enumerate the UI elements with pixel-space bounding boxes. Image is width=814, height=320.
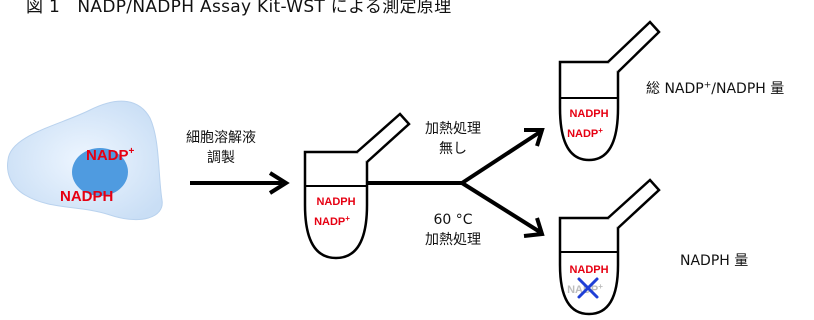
cell-label-nadp: NADP+	[86, 146, 135, 164]
tube-unheated-nadph: NADPH	[569, 108, 608, 120]
cell-label-nadph: NADPH	[60, 188, 113, 205]
tube-lysate: NADPH NADP+	[305, 114, 409, 258]
tube-lysate-nadph: NADPH	[316, 196, 355, 208]
caption-lysate-prep: 細胞溶解液 調製	[186, 128, 256, 168]
tube-unheated: NADPH NADP+	[560, 22, 659, 160]
tube-heated-nadph: NADPH	[569, 264, 608, 276]
result-total: 総 NADP+/NADPH 量	[646, 78, 784, 98]
tube-lysate-nadp: NADP+	[314, 214, 350, 228]
caption-no-heat: 加熱処理 無し	[425, 119, 481, 159]
caption-heat-60c: 60 °C 加熱処理	[425, 210, 481, 250]
tube-unheated-nadp: NADP+	[567, 126, 603, 140]
result-nadph: NADPH 量	[680, 250, 748, 270]
tube-heated: NADPH NADP+	[560, 180, 659, 314]
